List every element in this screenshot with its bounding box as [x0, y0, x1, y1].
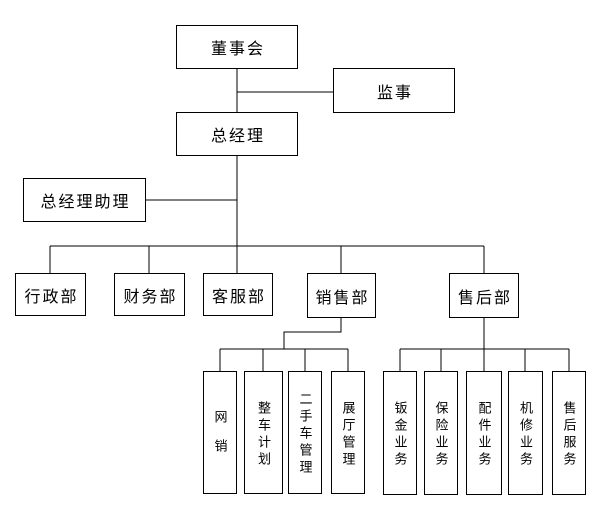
node-label: 客服部 [211, 288, 266, 306]
node-label: 监事 [376, 84, 413, 102]
node-label: 整车计划 [256, 400, 271, 469]
node-label: 总经理 [210, 128, 265, 145]
org-node-vehicle-planning: 整车计划 [244, 371, 283, 494]
node-label: 售后服务 [561, 401, 577, 469]
org-node-parts: 配件业务 [466, 371, 502, 495]
org-node-admin-dept: 行政部 [15, 273, 86, 316]
org-node-general-manager: 总经理 [176, 112, 298, 156]
org-node-finance-dept: 财务部 [114, 273, 185, 316]
node-label: 二手车管理 [297, 392, 313, 477]
org-node-board: 董事会 [176, 25, 298, 69]
org-node-supervisor: 监事 [333, 68, 455, 113]
connector-dept-stubs [49, 246, 485, 273]
node-label: 钣金业务 [392, 401, 408, 469]
node-label: 总经理助理 [40, 194, 131, 211]
org-node-insurance: 保险业务 [424, 371, 458, 495]
node-label: 售后部 [457, 289, 512, 307]
org-node-customer-service-dept: 客服部 [203, 273, 273, 316]
node-label: 机修业务 [518, 401, 533, 469]
org-node-sheet-metal: 钣金业务 [383, 371, 417, 495]
org-node-online-sales: 网销 [203, 371, 237, 494]
org-node-showroom-management: 展厅管理 [331, 371, 365, 494]
node-label: 财务部 [123, 288, 178, 306]
org-node-gm-assistant: 总经理助理 [23, 178, 146, 222]
node-label: 网销 [212, 409, 228, 468]
org-node-aftersales-dept: 售后部 [449, 273, 519, 318]
node-label: 保险业务 [433, 401, 449, 469]
org-node-used-car-management: 二手车管理 [288, 371, 322, 494]
node-label: 董事会 [210, 41, 265, 58]
org-node-sales-dept: 销售部 [307, 273, 376, 318]
connector-sales-elbow [283, 318, 342, 349]
node-label: 展厅管理 [340, 400, 356, 469]
node-label: 销售部 [315, 289, 370, 307]
node-label: 配件业务 [476, 401, 492, 469]
org-node-mechanical-repair: 机修业务 [508, 371, 543, 495]
org-node-aftersales-service: 售后服务 [552, 371, 586, 495]
node-label: 行政部 [24, 288, 79, 306]
connector-aftersales-rail [399, 348, 570, 371]
connector-sales-rail [219, 348, 349, 371]
